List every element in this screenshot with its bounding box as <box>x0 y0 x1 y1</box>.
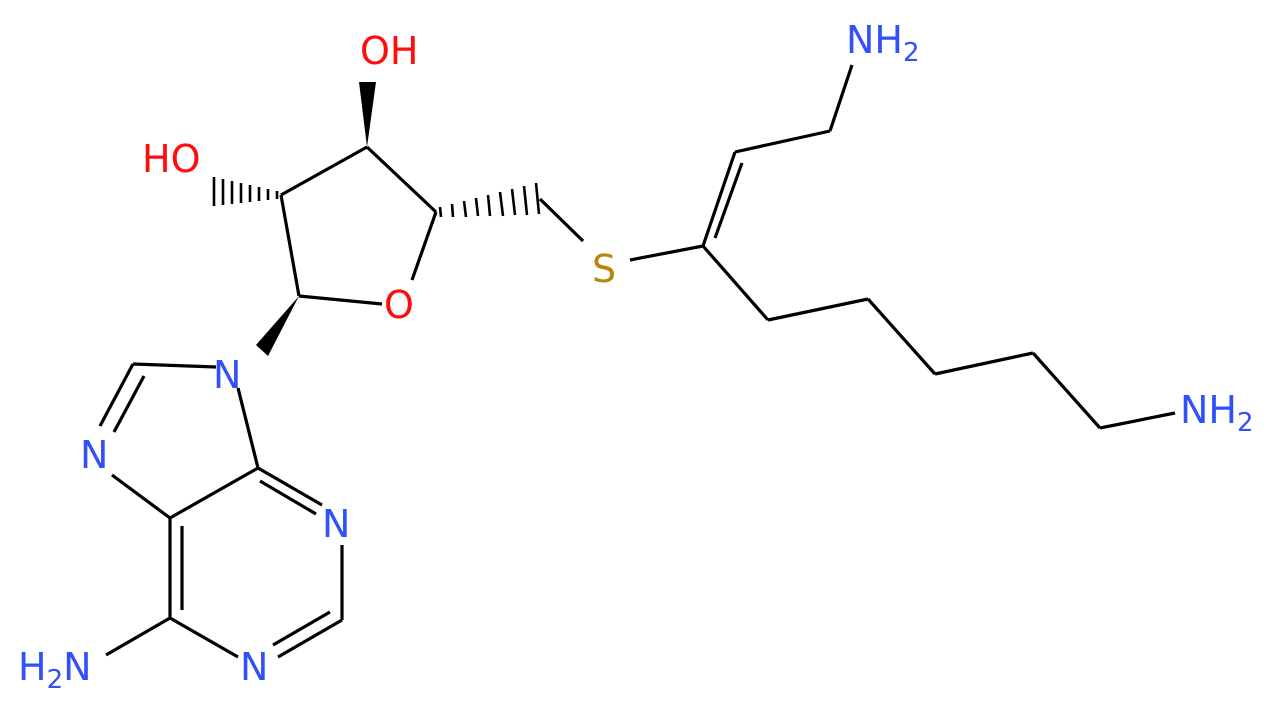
bond-c8-n7-a <box>98 363 135 427</box>
hydroxyl-top-label: OH <box>360 29 418 73</box>
bond-c1-o4 <box>298 294 383 306</box>
sulfur-label: S <box>592 247 616 291</box>
bond-ch2-s <box>538 197 585 243</box>
amine-right-label: NH2 <box>1180 388 1254 438</box>
hydroxyl-left-label: HO <box>142 137 200 181</box>
hash-bond-c2-ho <box>212 177 279 206</box>
bond-chain-6 <box>1099 411 1176 430</box>
ring-oxygen-label: O <box>384 283 414 327</box>
bond-c4-n3-a <box>257 466 323 507</box>
amine-top-label: NH2 <box>846 18 920 68</box>
bond-c2-c1 <box>279 194 301 297</box>
bond-c3-c4 <box>365 145 438 214</box>
n7-label: N <box>80 433 108 477</box>
hash-bond-c4-ch2 <box>438 182 541 218</box>
bond-chain-1 <box>701 244 770 322</box>
bond-c8-n7-b <box>112 375 146 433</box>
n1-label: N <box>240 645 268 689</box>
bond-c8-n9 <box>132 362 217 369</box>
svg-text:NH2: NH2 <box>846 18 920 68</box>
wedge-bond-c1-n9 <box>256 296 299 356</box>
n9-label: N <box>213 353 241 397</box>
bond-n7-c5 <box>111 473 171 520</box>
amine-adenine-label: H2N <box>18 645 92 695</box>
bond-ch-ch2 <box>734 129 831 154</box>
svg-text:NH2: NH2 <box>1180 388 1254 438</box>
bond-n9-c4 <box>236 387 260 469</box>
bond-chain-2 <box>767 297 869 322</box>
svg-text:H2N: H2N <box>18 645 92 695</box>
bond-chain-4 <box>934 351 1034 376</box>
bond-c4-c5 <box>169 466 259 520</box>
n3-label: N <box>322 502 350 546</box>
bond-c4-o4 <box>410 211 438 281</box>
bond-alkene-2 <box>713 162 744 239</box>
bond-c6-nh2 <box>105 616 171 657</box>
bond-c2-n1-b <box>272 610 331 647</box>
wedge-bond-c3-oh <box>359 82 376 147</box>
bond-c3-c2 <box>280 145 368 197</box>
bond-s-c <box>629 244 704 262</box>
bond-ch2-nh2-top <box>828 64 854 132</box>
bond-chain-5 <box>1031 351 1102 430</box>
bond-c4-n3-b <box>259 479 317 516</box>
bond-n1-c6 <box>169 616 239 659</box>
bond-c2-n1-a <box>277 618 343 659</box>
bond-alkene-1 <box>701 151 737 247</box>
bond-chain-3 <box>866 297 937 376</box>
